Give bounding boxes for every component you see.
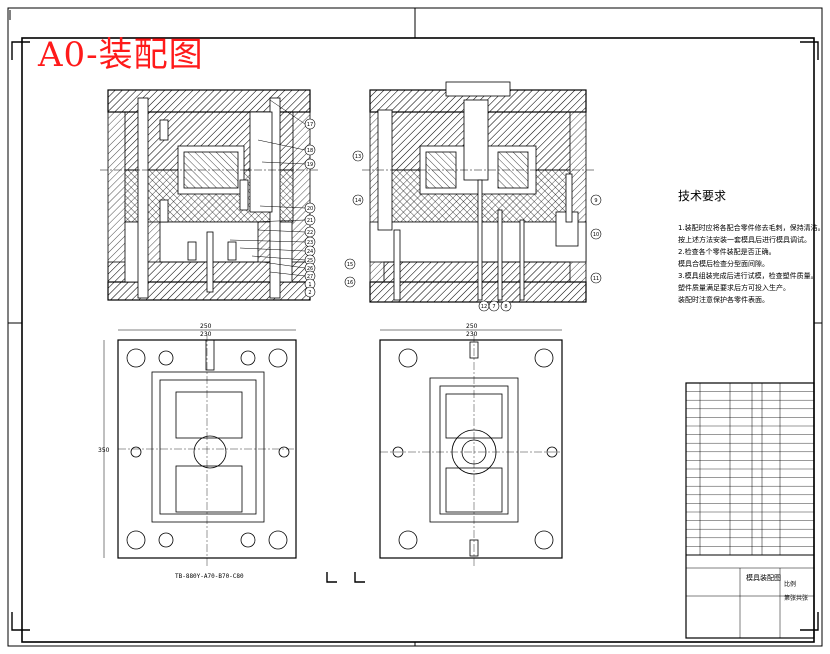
callout-number: 25 [307,258,313,264]
tech-line: 模具合模后检查分型面间隙。 [678,260,769,268]
tech-requirements: 技术要求 1.装配时应将各配合零件修去毛刺，保持清洁。 按上述方法安装一套模具后… [678,190,825,306]
drawing-title: A0-装配图 [38,35,204,75]
tech-line: 装配时注意保护各零件表面。 [678,296,769,304]
corner-marks [11,41,819,631]
callout-bubble [352,194,364,206]
callout-bubble [304,202,316,214]
callout-bubble [352,150,364,162]
callout-number: 14 [355,198,361,204]
drawing-name: 模具装配图 [746,573,781,582]
callout-bubble [590,228,602,240]
callout-number: 12 [481,304,487,310]
sheet-border [7,7,823,647]
callout-number: 15 [347,262,353,268]
tech-requirements-heading: 技术要求 [678,189,727,203]
callout-bubble [304,214,316,226]
dim-right-inner: 230 [466,331,478,338]
callout-bubble [304,118,316,130]
callout-bubble [344,258,356,270]
callout-number: 11 [593,276,599,282]
callout-number: 26 [307,266,313,272]
callout-bubble [344,276,356,288]
dim-left-width: 250 [200,323,212,330]
callout-number: 16 [347,280,353,286]
callout-bubble [488,300,500,312]
callout-bubble [590,194,602,206]
bom-rows [686,382,814,547]
callout-number: 18 [307,148,313,154]
callout-number: 7 [492,304,495,310]
callout-number: 10 [593,232,599,238]
callout-number: 8 [504,304,507,310]
callout-number: 1 [308,282,311,288]
sheet-label: 第张共张 [784,594,808,602]
tech-line: 3.模具组装完成后进行试模，检查塑件质量。 [678,272,818,280]
plan-view-right [379,329,563,566]
callout-number: 22 [307,230,313,236]
callout-number: 21 [307,218,313,224]
callout-number: 20 [307,206,313,212]
callout-number: 19 [307,162,313,168]
drawing-code: TB-880Y-A70-B70-C80 [175,573,244,580]
callout-number: 24 [307,249,313,255]
callout-number: 2 [308,290,311,296]
callout-number: 17 [307,122,313,128]
scale-label: 比例 [784,580,796,588]
callout-number: 9 [594,198,597,204]
callout-bubble [304,286,316,298]
plan-view-left [103,329,297,566]
callout-bubble [500,300,512,312]
callout-bubble [304,158,316,170]
callout-bubble [590,272,602,284]
callout-number: 13 [355,154,361,160]
leaders-left [229,99,306,277]
dim-right-width: 250 [466,323,478,330]
section-view-left [100,89,318,301]
dim-height: 350 [98,447,110,454]
tech-line: 1.装配时应将各配合零件修去毛刺，保持清洁。 [678,224,825,232]
callout-number: 27 [307,274,313,280]
tech-line: 按上述方法安装一套模具后进行模具调试。 [678,236,811,244]
callout-number: 23 [307,240,313,246]
callout-bubble [304,144,316,156]
section-view-right [362,81,594,303]
tech-line: 塑件质量满足要求后方可投入生产。 [678,284,790,292]
tech-line: 2.检查各个零件装配是否正确。 [678,248,776,256]
dim-left-inner: 230 [200,331,212,338]
